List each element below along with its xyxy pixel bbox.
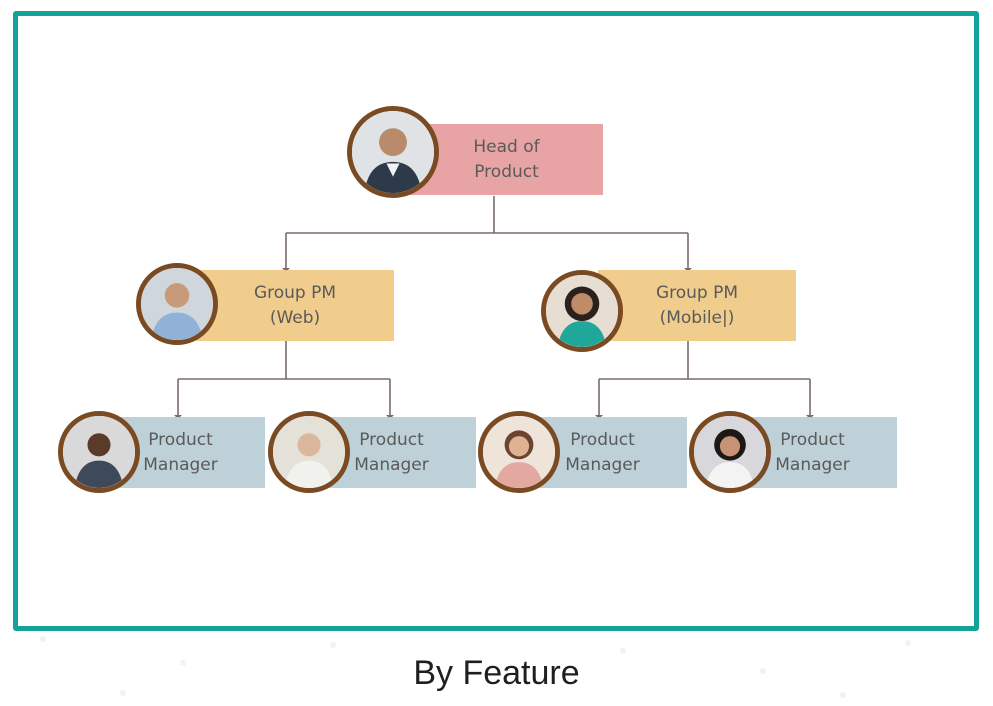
node-label-line2: Product [474,161,539,182]
node-label-line1: Product [780,429,845,450]
diagram-caption: By Feature [413,654,580,692]
group-pm-box-web: Group PM (Web) [196,270,394,341]
node-label-line1: Group PM [655,282,739,303]
person-avatar-icon [347,106,439,198]
node-label-line2: (Mobile|) [659,307,735,328]
node-label-line1: Product [570,429,635,450]
node-label-line1: Product [148,429,213,450]
node-label-line1: Head of [473,136,540,157]
node-label-line1: Group PM [253,282,337,303]
node-label-line2: Manager [354,454,429,475]
person-avatar-icon [541,270,623,352]
person-avatar-icon [136,263,218,345]
head-of-product-box: Head of Product [410,124,603,195]
person-avatar-icon [268,411,350,493]
node-label-line1: Product [359,429,424,450]
person-avatar-icon [58,411,140,493]
node-label-line2: Manager [775,454,850,475]
person-avatar-icon [689,411,771,493]
node-label-line2: Manager [565,454,640,475]
person-avatar-icon [478,411,560,493]
group-pm-box-mobile: Group PM (Mobile|) [598,270,796,341]
node-label-line2: (Web) [269,307,321,328]
node-label-line2: Manager [143,454,218,475]
